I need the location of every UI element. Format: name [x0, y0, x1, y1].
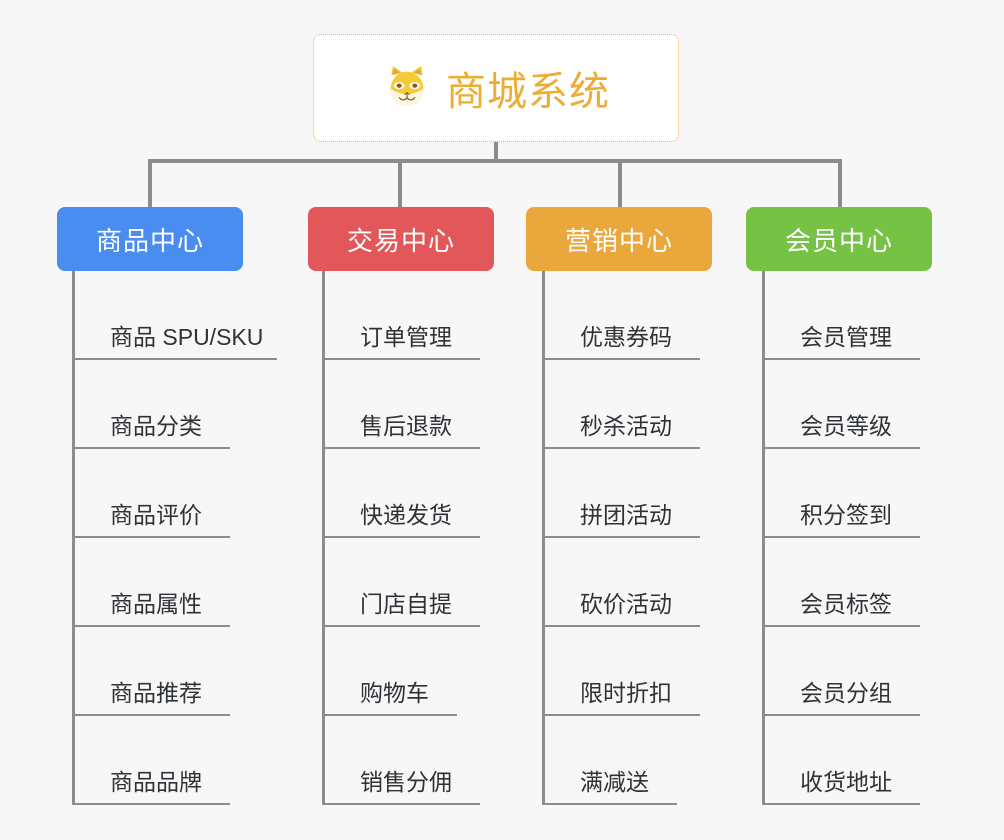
- leaf-underline: [72, 447, 230, 449]
- leaf-label: 秒杀活动: [580, 413, 672, 439]
- leaf-underline: [762, 714, 920, 716]
- leaf-underline: [542, 447, 700, 449]
- connector-drop-2: [398, 159, 402, 209]
- leaf-underline: [542, 803, 677, 805]
- leaf-underline: [322, 714, 457, 716]
- leaf-item[interactable]: 收货地址: [762, 716, 920, 805]
- leaf-underline: [72, 714, 230, 716]
- leaf-underline: [322, 536, 480, 538]
- leaf-label: 订单管理: [360, 324, 452, 350]
- leaf-item[interactable]: 限时折扣: [542, 627, 700, 716]
- leaf-label: 会员分组: [800, 680, 892, 706]
- leaf-label: 收货地址: [800, 769, 892, 795]
- leaf-label: 商品属性: [110, 591, 202, 617]
- leaf-underline: [72, 625, 230, 627]
- leaf-label: 会员等级: [800, 413, 892, 439]
- leaf-item[interactable]: 优惠券码: [542, 271, 700, 360]
- leaf-item[interactable]: 会员分组: [762, 627, 920, 716]
- connector-drop-3: [618, 159, 622, 209]
- leaf-item[interactable]: 积分签到: [762, 449, 920, 538]
- leaf-underline: [322, 625, 480, 627]
- leaf-item[interactable]: 商品评价: [72, 449, 230, 538]
- leaf-underline: [72, 803, 230, 805]
- leaf-label: 售后退款: [360, 413, 452, 439]
- leaf-underline: [762, 536, 920, 538]
- category-title: 交易中心: [346, 225, 455, 256]
- leaf-underline: [542, 358, 700, 360]
- leaf-item[interactable]: 满减送: [542, 716, 677, 805]
- connector-drop-4: [838, 159, 842, 209]
- leaf-label: 积分签到: [800, 502, 892, 528]
- category-title: 会员中心: [784, 225, 893, 256]
- leaf-item[interactable]: 砍价活动: [542, 538, 700, 627]
- leaf-underline: [322, 447, 480, 449]
- leaf-underline: [322, 358, 480, 360]
- shiba-dog-icon: [382, 63, 432, 113]
- leaf-item[interactable]: 秒杀活动: [542, 360, 700, 449]
- leaf-item[interactable]: 订单管理: [322, 271, 480, 360]
- connector-drop-1: [148, 159, 152, 209]
- leaf-label: 会员管理: [800, 324, 892, 350]
- leaf-underline: [542, 714, 700, 716]
- leaf-underline: [542, 536, 700, 538]
- leaf-label: 拼团活动: [580, 502, 672, 528]
- leaf-item[interactable]: 商品 SPU/SKU: [72, 271, 277, 360]
- leaf-item[interactable]: 快递发货: [322, 449, 480, 538]
- category-header-marketing[interactable]: 营销中心: [526, 207, 712, 271]
- category-header-product[interactable]: 商品中心: [57, 207, 243, 271]
- leaf-spine: [542, 271, 545, 805]
- root-title: 商城系统: [446, 70, 610, 114]
- leaf-spine: [322, 271, 325, 805]
- connector-horizontal-bus: [149, 159, 842, 163]
- leaf-item[interactable]: 会员管理: [762, 271, 920, 360]
- leaf-item[interactable]: 会员等级: [762, 360, 920, 449]
- leaf-item[interactable]: 购物车: [322, 627, 457, 716]
- leaf-underline: [322, 803, 480, 805]
- leaf-item[interactable]: 商品分类: [72, 360, 230, 449]
- leaf-underline: [762, 803, 920, 805]
- leaf-label: 优惠券码: [580, 324, 672, 350]
- leaf-label: 商品品牌: [110, 769, 202, 795]
- leaf-label: 商品分类: [110, 413, 202, 439]
- root-node[interactable]: 商城系统: [313, 34, 679, 142]
- leaf-label: 商品推荐: [110, 680, 202, 706]
- category-header-trade[interactable]: 交易中心: [308, 207, 494, 271]
- leaf-item[interactable]: 门店自提: [322, 538, 480, 627]
- leaf-label: 商品 SPU/SKU: [110, 324, 264, 350]
- leaf-underline: [72, 358, 277, 360]
- leaf-underline: [72, 536, 230, 538]
- leaf-label: 满减送: [580, 769, 649, 795]
- category-header-member[interactable]: 会员中心: [746, 207, 932, 271]
- leaf-spine: [72, 271, 75, 805]
- leaf-label: 砍价活动: [580, 591, 672, 617]
- leaf-underline: [762, 447, 920, 449]
- leaf-item[interactable]: 销售分佣: [322, 716, 480, 805]
- leaf-item[interactable]: 商品属性: [72, 538, 230, 627]
- leaf-item[interactable]: 售后退款: [322, 360, 480, 449]
- connector-root-stem: [494, 142, 498, 163]
- leaf-label: 购物车: [360, 680, 429, 706]
- leaf-underline: [542, 625, 700, 627]
- leaf-label: 商品评价: [110, 502, 202, 528]
- leaf-underline: [762, 625, 920, 627]
- leaf-underline: [762, 358, 920, 360]
- category-title: 商品中心: [95, 225, 204, 256]
- leaf-item[interactable]: 商品推荐: [72, 627, 230, 716]
- leaf-item[interactable]: 商品品牌: [72, 716, 230, 805]
- leaf-label: 门店自提: [360, 591, 452, 617]
- leaf-label: 会员标签: [800, 591, 892, 617]
- category-title: 营销中心: [564, 225, 673, 256]
- leaf-label: 限时折扣: [580, 680, 672, 706]
- leaf-spine: [762, 271, 765, 805]
- leaf-item[interactable]: 会员标签: [762, 538, 920, 627]
- leaf-item[interactable]: 拼团活动: [542, 449, 700, 538]
- leaf-label: 销售分佣: [360, 769, 452, 795]
- leaf-label: 快递发货: [360, 502, 452, 528]
